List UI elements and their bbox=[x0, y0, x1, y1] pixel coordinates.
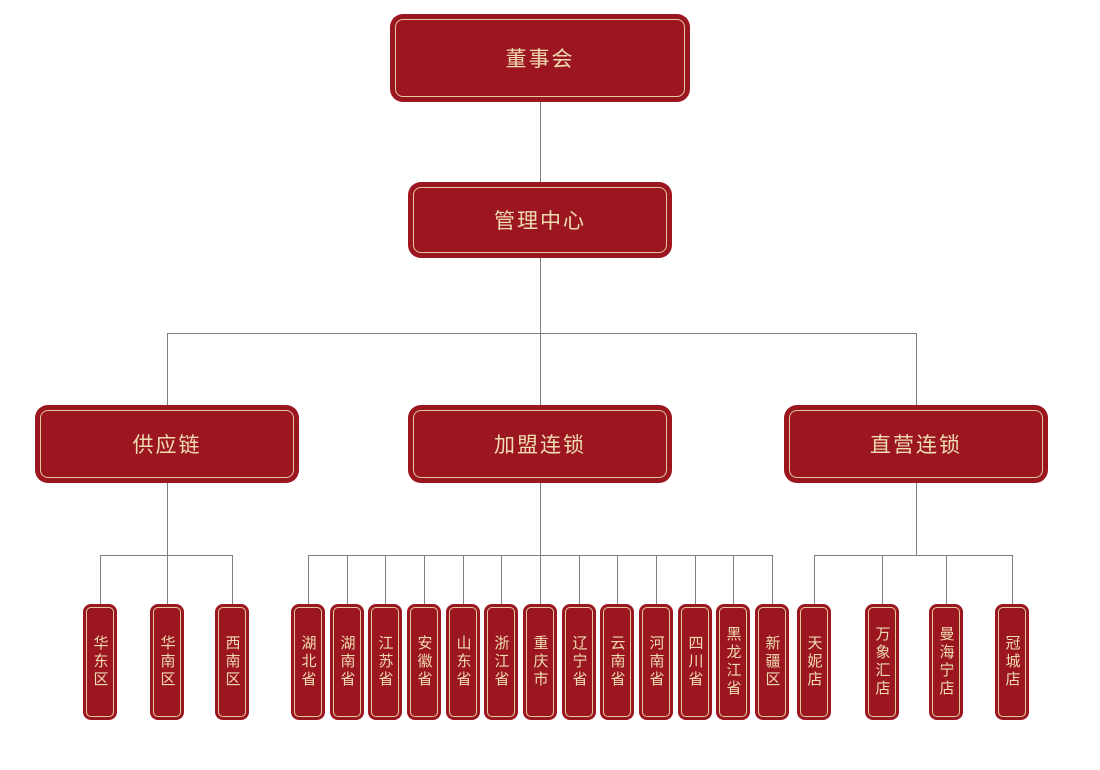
connector-line bbox=[617, 555, 618, 604]
connector-line bbox=[347, 555, 348, 604]
org-node-label: 湖北省 bbox=[299, 635, 317, 689]
connector-line bbox=[232, 555, 233, 604]
org-node-label: 浙江省 bbox=[492, 635, 510, 689]
connector-line bbox=[540, 102, 541, 182]
org-node-region: 华南区 bbox=[150, 604, 184, 720]
org-node-province: 辽宁省 bbox=[562, 604, 596, 720]
org-node-label: 西南区 bbox=[223, 635, 241, 689]
org-node-province: 四川省 bbox=[678, 604, 712, 720]
org-node-province: 山东省 bbox=[446, 604, 480, 720]
connector-line bbox=[424, 555, 425, 604]
connector-line bbox=[814, 555, 1012, 556]
org-node-province: 河南省 bbox=[639, 604, 673, 720]
connector-line bbox=[656, 555, 657, 604]
org-node-region: 华东区 bbox=[83, 604, 117, 720]
org-node-label: 山东省 bbox=[454, 635, 472, 689]
org-node-label: 华南区 bbox=[158, 635, 176, 689]
org-node-franchise-chain: 加盟连锁 bbox=[408, 405, 672, 483]
org-node-province: 重庆市 bbox=[523, 604, 557, 720]
org-node-label: 安徽省 bbox=[415, 635, 433, 689]
org-node-label: 黑龙江省 bbox=[724, 626, 742, 698]
org-node-store: 冠城店 bbox=[995, 604, 1029, 720]
org-node-label: 万象汇店 bbox=[873, 626, 891, 698]
connector-line bbox=[540, 258, 541, 333]
org-node-store: 天妮店 bbox=[797, 604, 831, 720]
org-node-label: 加盟连锁 bbox=[494, 434, 586, 457]
org-node-label: 河南省 bbox=[647, 635, 665, 689]
connector-line bbox=[695, 555, 696, 604]
connector-line bbox=[100, 555, 101, 604]
org-node-province: 黑龙江省 bbox=[716, 604, 750, 720]
org-node-label: 供应链 bbox=[132, 434, 202, 457]
org-node-label: 新疆区 bbox=[763, 635, 781, 689]
org-node-store: 万象汇店 bbox=[865, 604, 899, 720]
org-node-management-center: 管理中心 bbox=[408, 182, 672, 258]
org-node-label: 曼海宁店 bbox=[937, 626, 955, 698]
connector-line bbox=[167, 333, 168, 405]
org-node-province: 江苏省 bbox=[368, 604, 402, 720]
org-node-province: 新疆区 bbox=[755, 604, 789, 720]
org-node-label: 重庆市 bbox=[531, 635, 549, 689]
connector-line bbox=[167, 555, 168, 604]
connector-line bbox=[167, 333, 916, 334]
connector-line bbox=[1012, 555, 1013, 604]
connector-line bbox=[167, 483, 168, 555]
org-node-label: 冠城店 bbox=[1003, 635, 1021, 689]
org-node-province: 云南省 bbox=[600, 604, 634, 720]
org-node-board: 董事会 bbox=[390, 14, 690, 102]
connector-line bbox=[916, 333, 917, 405]
connector-line bbox=[916, 483, 917, 555]
org-node-label: 湖南省 bbox=[338, 635, 356, 689]
org-node-label: 天妮店 bbox=[805, 635, 823, 689]
connector-line bbox=[308, 555, 309, 604]
connector-line bbox=[540, 483, 541, 555]
org-node-label: 管理中心 bbox=[494, 210, 586, 233]
org-node-store: 曼海宁店 bbox=[929, 604, 963, 720]
org-node-province: 安徽省 bbox=[407, 604, 441, 720]
connector-line bbox=[540, 555, 541, 604]
connector-line bbox=[100, 555, 232, 556]
org-node-province: 湖北省 bbox=[291, 604, 325, 720]
org-node-label: 云南省 bbox=[608, 635, 626, 689]
connector-line bbox=[540, 333, 541, 405]
org-node-province: 浙江省 bbox=[484, 604, 518, 720]
connector-line bbox=[733, 555, 734, 604]
org-node-label: 董事会 bbox=[505, 48, 575, 71]
org-node-label: 江苏省 bbox=[376, 635, 394, 689]
connector-line bbox=[814, 555, 815, 604]
org-node-supply-chain: 供应链 bbox=[35, 405, 299, 483]
org-node-label: 直营连锁 bbox=[870, 434, 962, 457]
org-node-label: 四川省 bbox=[686, 635, 704, 689]
connector-line bbox=[385, 555, 386, 604]
org-node-region: 西南区 bbox=[215, 604, 249, 720]
connector-line bbox=[946, 555, 947, 604]
connector-line bbox=[772, 555, 773, 604]
org-node-province: 湖南省 bbox=[330, 604, 364, 720]
connector-line bbox=[463, 555, 464, 604]
org-node-label: 华东区 bbox=[91, 635, 109, 689]
connector-line bbox=[579, 555, 580, 604]
connector-line bbox=[882, 555, 883, 604]
org-node-direct-chain: 直营连锁 bbox=[784, 405, 1048, 483]
org-node-label: 辽宁省 bbox=[570, 635, 588, 689]
connector-line bbox=[501, 555, 502, 604]
